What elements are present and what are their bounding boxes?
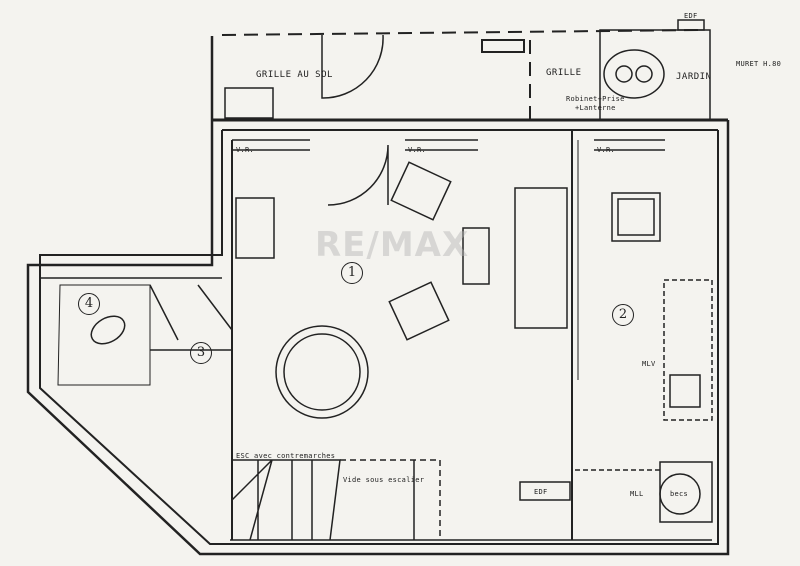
label-muret: MURET H.80 [736,60,782,68]
label-grille: GRILLE [546,68,582,78]
outer-wall [26,36,730,556]
label-becs: becs [670,490,689,498]
label-vide: Vide sous escalier [343,476,425,484]
label-vr-2: V.R. [408,146,427,154]
label-edf-bottom: EDF [534,488,548,496]
room-number-4: 4 [78,293,100,315]
label-jardin: JARDIN [676,72,712,82]
room-number-1: 1 [341,262,363,284]
label-grille-au-sol: GRILLE AU SOL [256,70,333,80]
room-number-2: 2 [612,304,634,326]
room-number-3: 3 [190,342,212,364]
label-edf-top: EDF [684,12,698,20]
label-vr-3: V.R. [597,146,616,154]
label-vr-1: V.R. [236,146,255,154]
label-robinet: Robinet+Prise [566,95,625,103]
label-lanterne: +Lanterne [575,104,616,112]
watermark: RE/MAX [315,225,470,265]
label-mlv: MLV [642,360,656,368]
inner-wall [39,130,719,545]
label-esc: ESC avec contremarches [236,452,336,460]
label-mll: MLL [630,490,644,498]
